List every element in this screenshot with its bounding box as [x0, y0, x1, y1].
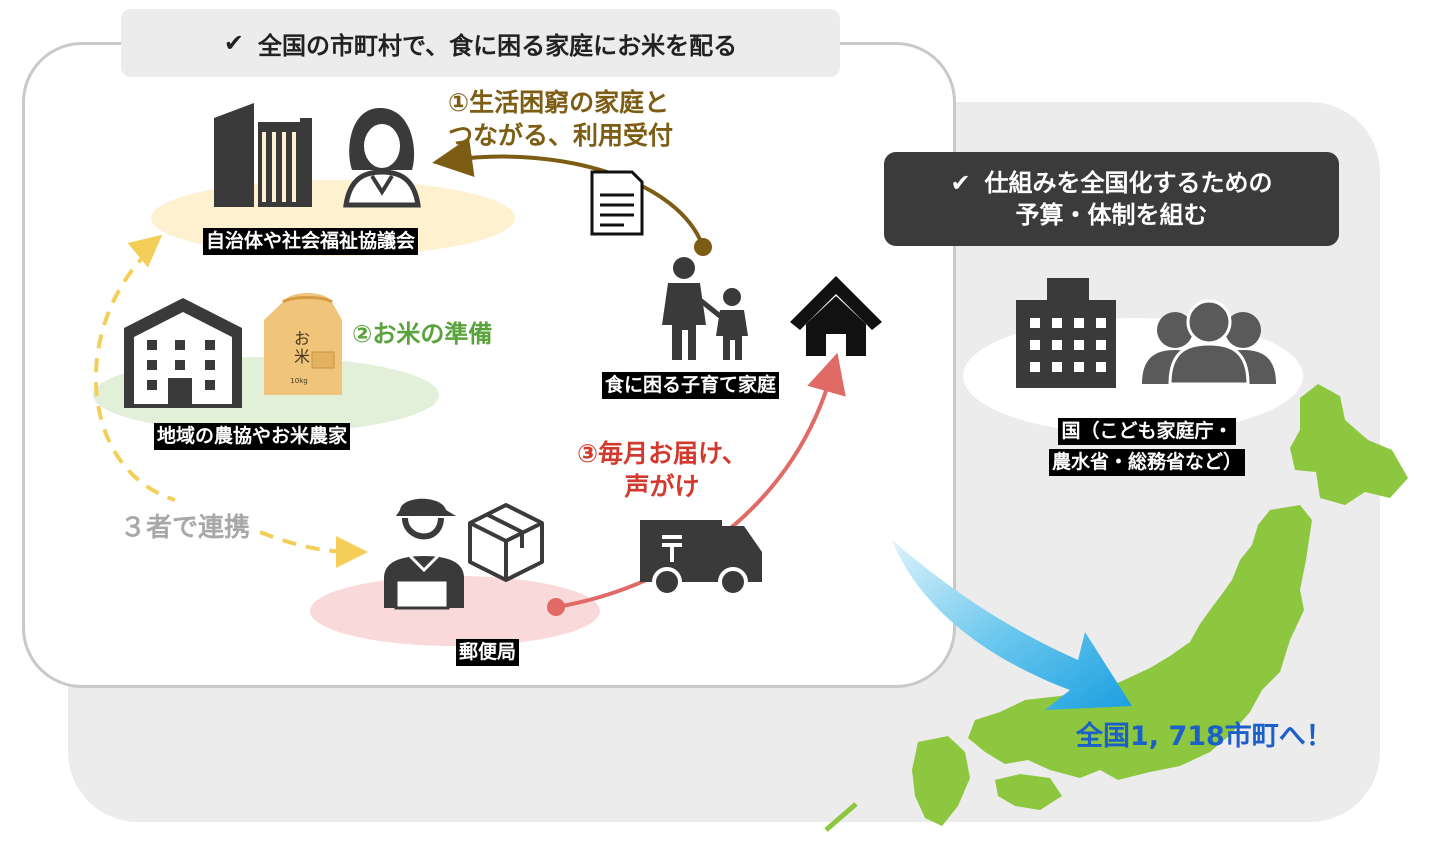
- check-icon: ✔: [950, 168, 971, 197]
- rice-bag-label-2: 米: [294, 347, 310, 366]
- final-target-text: 全国1, 718市町へ！: [1076, 721, 1333, 752]
- japan-map-icon: [824, 384, 1408, 832]
- check-icon: ✔: [223, 29, 245, 57]
- box-icon: [468, 503, 544, 582]
- post-office-ellipse: [310, 576, 600, 646]
- farm-label: 地域の農協やお米農家: [154, 423, 351, 450]
- rice-bag-weight: 10kg: [290, 377, 307, 385]
- document-icon: [590, 170, 644, 236]
- farm-building-icon: [124, 298, 242, 408]
- collaboration-label: ３者で連携: [120, 513, 251, 543]
- collab-dashed-line-upper: [94, 250, 176, 502]
- office-building-icon: [214, 103, 312, 207]
- family-label: 食に困る子育て家庭: [602, 372, 780, 399]
- house-icon: [790, 276, 882, 356]
- rice-bag-icon: お 米 10kg: [264, 293, 342, 395]
- step2-label: ②お米の準備: [352, 320, 493, 348]
- parent-child-icon: [662, 257, 748, 360]
- blue-arrow-icon: [892, 540, 1132, 710]
- step3-label: ③毎月お届け、 声がけ: [577, 439, 747, 501]
- step1-label: ①生活困窮の家庭と つながる、利用受付: [448, 88, 674, 150]
- top-banner-text: 全国の市町村で、食に困る家庭にお米を配る: [258, 31, 738, 60]
- delivery-person-icon: [384, 498, 464, 610]
- top-banner: ✔ 全国の市町村で、食に困る家庭にお米を配る: [121, 9, 840, 77]
- rice-bag-label: お: [294, 329, 310, 348]
- nationwide-banner-line2: 予算・体制を組む: [1015, 201, 1208, 229]
- nationwide-banner: ✔仕組みを全国化するための 予算・体制を組む: [884, 152, 1339, 246]
- collab-dashed-line-lower: [259, 530, 368, 568]
- nationwide-banner-line1: ✔仕組みを全国化するための: [950, 168, 1273, 197]
- government-building-icon: [1016, 278, 1116, 388]
- municipality-label: 自治体や社会福祉協議会: [203, 228, 419, 255]
- people-group-icon: [1142, 299, 1276, 386]
- postal-truck-icon: [640, 520, 762, 597]
- nation-label: 国（こども家庭庁・ 農水省・総務省など）: [1024, 418, 1270, 476]
- woman-person-icon: [343, 108, 421, 208]
- post-office-label: 郵便局: [456, 639, 520, 666]
